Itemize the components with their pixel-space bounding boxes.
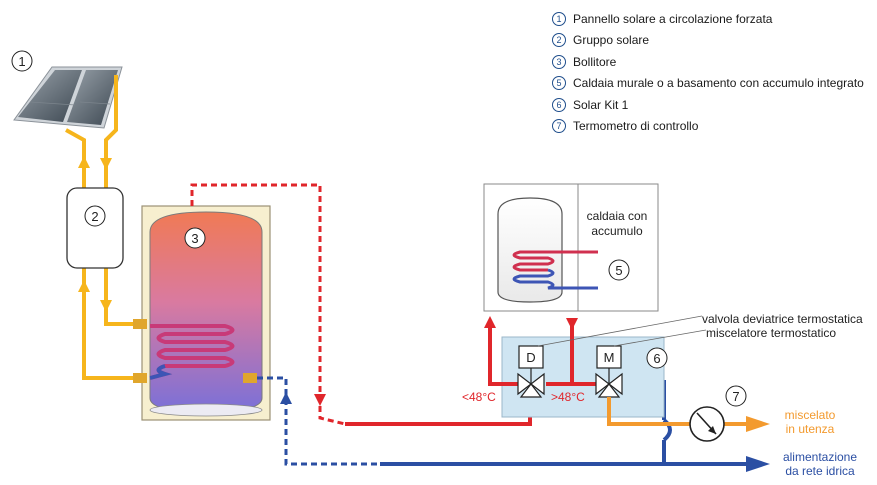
- legend-text: Caldaia murale o a basamento con accumul…: [573, 76, 864, 91]
- marker-1: 1: [11, 50, 33, 72]
- cold-up-arrow: [280, 392, 292, 404]
- legend-item: 6 Solar Kit 1: [552, 94, 864, 116]
- legend-number: 1: [552, 11, 566, 26]
- diverter-valve: [517, 345, 545, 398]
- legend-item: 7 Termometro di controllo: [552, 116, 864, 138]
- marker-7: 7: [725, 385, 747, 407]
- hot-dashed-pipe: [190, 183, 346, 426]
- solar-panel: [13, 66, 123, 129]
- solar-group-box: [66, 187, 124, 269]
- valve-letter-d: D: [526, 350, 535, 365]
- valve-letter-m: M: [604, 350, 615, 365]
- boiler-down-arrow: [566, 318, 578, 330]
- temp-low-label: <48°C: [462, 390, 496, 404]
- solar-flow-arrows: [78, 156, 112, 312]
- svg-text:1: 1: [18, 54, 25, 69]
- legend-text: Gruppo solare: [573, 33, 650, 48]
- marker-3: 3: [184, 227, 206, 249]
- legend-number: 5: [552, 76, 566, 91]
- legend-number: 6: [552, 97, 566, 112]
- wall-boiler: [483, 183, 659, 312]
- boiler-label-line2: accumulo: [591, 224, 643, 238]
- tank-coil: [149, 324, 235, 380]
- tank-fittings: [133, 319, 257, 383]
- mixed-arrow: [746, 416, 770, 432]
- cold-dashed-pipe: [257, 376, 380, 466]
- boiler-valve-pipes: [488, 320, 598, 386]
- supply-label-line2: da rete idrica: [785, 464, 855, 478]
- temp-high-label: >48°C: [551, 390, 585, 404]
- legend-number: 7: [552, 119, 566, 134]
- supply-arrow: [746, 456, 770, 472]
- legend-number: 3: [552, 54, 566, 69]
- boiler-label-line1: caldaia con: [587, 209, 648, 223]
- legend-text: Bollitore: [573, 54, 617, 69]
- thermometer-icon: [689, 406, 725, 442]
- valve-label-leaders: [537, 315, 707, 347]
- supply-label-line1: alimentazione: [783, 450, 857, 464]
- legend-text: Termometro di controllo: [573, 119, 699, 134]
- legend-item: 2 Gruppo solare: [552, 30, 864, 52]
- valve-label-line1: valvola deviatrice termostatica: [702, 312, 863, 326]
- svg-text:3: 3: [191, 231, 198, 246]
- legend-item: 3 Bollitore: [552, 51, 864, 73]
- legend-item: 5 Caldaia murale o a basamento con accum…: [552, 73, 864, 95]
- legend-text: Solar Kit 1: [573, 97, 629, 112]
- legend: 1 Pannello solare a circolazione forzata…: [552, 8, 864, 137]
- marker-5: 5: [608, 259, 630, 281]
- boiler-coil: [512, 250, 598, 290]
- valve-label-line2: miscelatore termostatico: [706, 326, 836, 340]
- storage-tank: [141, 205, 271, 421]
- legend-item: 1 Pannello solare a circolazione forzata: [552, 8, 864, 30]
- legend-text: Pannello solare a circolazione forzata: [573, 11, 773, 26]
- boiler-up-arrow: [484, 316, 496, 328]
- svg-text:7: 7: [732, 389, 739, 404]
- legend-number: 2: [552, 33, 566, 48]
- mixed-label-line2: in utenza: [786, 422, 835, 436]
- marker-6: 6: [646, 347, 668, 369]
- svg-text:5: 5: [615, 263, 622, 278]
- marker-2: 2: [84, 205, 106, 227]
- mixed-label-line1: miscelato: [785, 408, 836, 422]
- svg-text:2: 2: [91, 209, 98, 224]
- svg-text:6: 6: [653, 351, 660, 366]
- mixing-valve: [595, 345, 623, 398]
- hot-down-arrow: [314, 394, 326, 406]
